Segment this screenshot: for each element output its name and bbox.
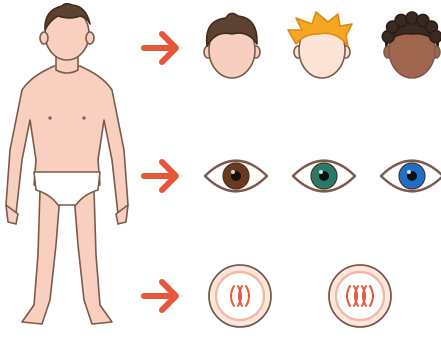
head-brown-hair-icon	[204, 13, 260, 78]
arrow-right-icon	[144, 282, 176, 310]
head-curly-dark-hair-icon	[382, 12, 441, 78]
arrow-right-icon	[144, 34, 176, 62]
cell-chromosomes-icon	[209, 265, 271, 327]
brown-eye-icon	[205, 161, 267, 192]
green-eye-icon	[293, 161, 355, 192]
head-blond-hair-icon	[288, 12, 352, 78]
arrow-right-icon	[144, 162, 176, 190]
cell-chromosomes-icon	[329, 265, 391, 327]
blue-eye-icon	[381, 161, 441, 192]
person-in-underwear-icon	[6, 4, 128, 324]
